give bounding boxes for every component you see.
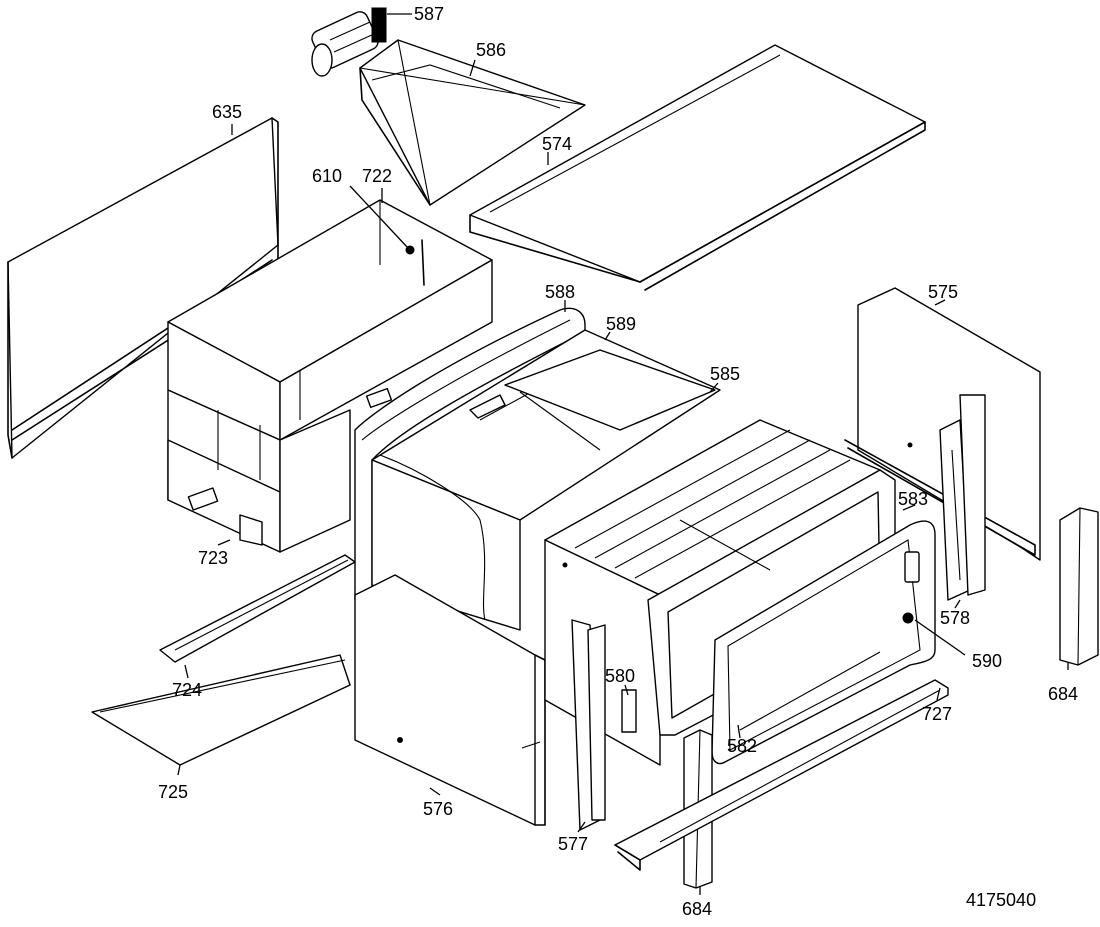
callout-585: 585 xyxy=(710,364,740,384)
part-725-bottom-plate xyxy=(91,654,351,766)
callout-590: 590 xyxy=(972,651,1002,671)
callout-580: 580 xyxy=(605,666,635,686)
callout-635: 635 xyxy=(212,102,242,122)
callout-684-right: 684 xyxy=(1048,684,1078,704)
part-635-rear-panel xyxy=(7,117,279,459)
part-585-liner xyxy=(504,349,716,451)
part-576-side-panel xyxy=(354,574,546,826)
callout-589: 589 xyxy=(606,314,636,334)
callout-588: 588 xyxy=(545,282,575,302)
part-587-fan-motor xyxy=(311,7,387,77)
part-583-door-frame xyxy=(711,520,936,765)
callout-725: 725 xyxy=(158,782,188,802)
callout-610: 610 xyxy=(312,166,342,186)
callout-labels: 587 586 635 574 610 722 588 589 585 575 … xyxy=(158,4,1078,919)
part-722-upper-box xyxy=(167,199,493,441)
callout-727: 727 xyxy=(922,704,952,724)
callout-578: 578 xyxy=(940,608,970,628)
part-590-control xyxy=(902,551,920,624)
callout-582: 582 xyxy=(727,736,757,756)
part-580-bracket xyxy=(621,689,637,733)
figure-number: 4175040 xyxy=(966,890,1036,910)
callout-684-bottom: 684 xyxy=(682,899,712,919)
part-684-right-trim xyxy=(1059,507,1099,666)
part-574-top-panel xyxy=(469,44,926,291)
callout-723: 723 xyxy=(198,548,228,568)
callout-724: 724 xyxy=(172,680,202,700)
part-727-bottom-rail xyxy=(614,679,949,871)
callout-574: 574 xyxy=(542,134,572,154)
part-578-hinge-rail xyxy=(939,394,986,601)
part-577-hinge-rail xyxy=(571,619,606,831)
callout-722: 722 xyxy=(362,166,392,186)
part-724-rail xyxy=(159,554,356,663)
leader-lines xyxy=(177,13,1069,895)
callout-583: 583 xyxy=(898,489,928,509)
callout-577: 577 xyxy=(558,834,588,854)
part-575-right-panel xyxy=(844,287,1041,561)
callout-575: 575 xyxy=(928,282,958,302)
callout-587: 587 xyxy=(414,4,444,24)
callout-586: 586 xyxy=(476,40,506,60)
callout-576: 576 xyxy=(423,799,453,819)
part-723-lower-box xyxy=(167,389,351,553)
part-586-hood xyxy=(359,39,586,206)
